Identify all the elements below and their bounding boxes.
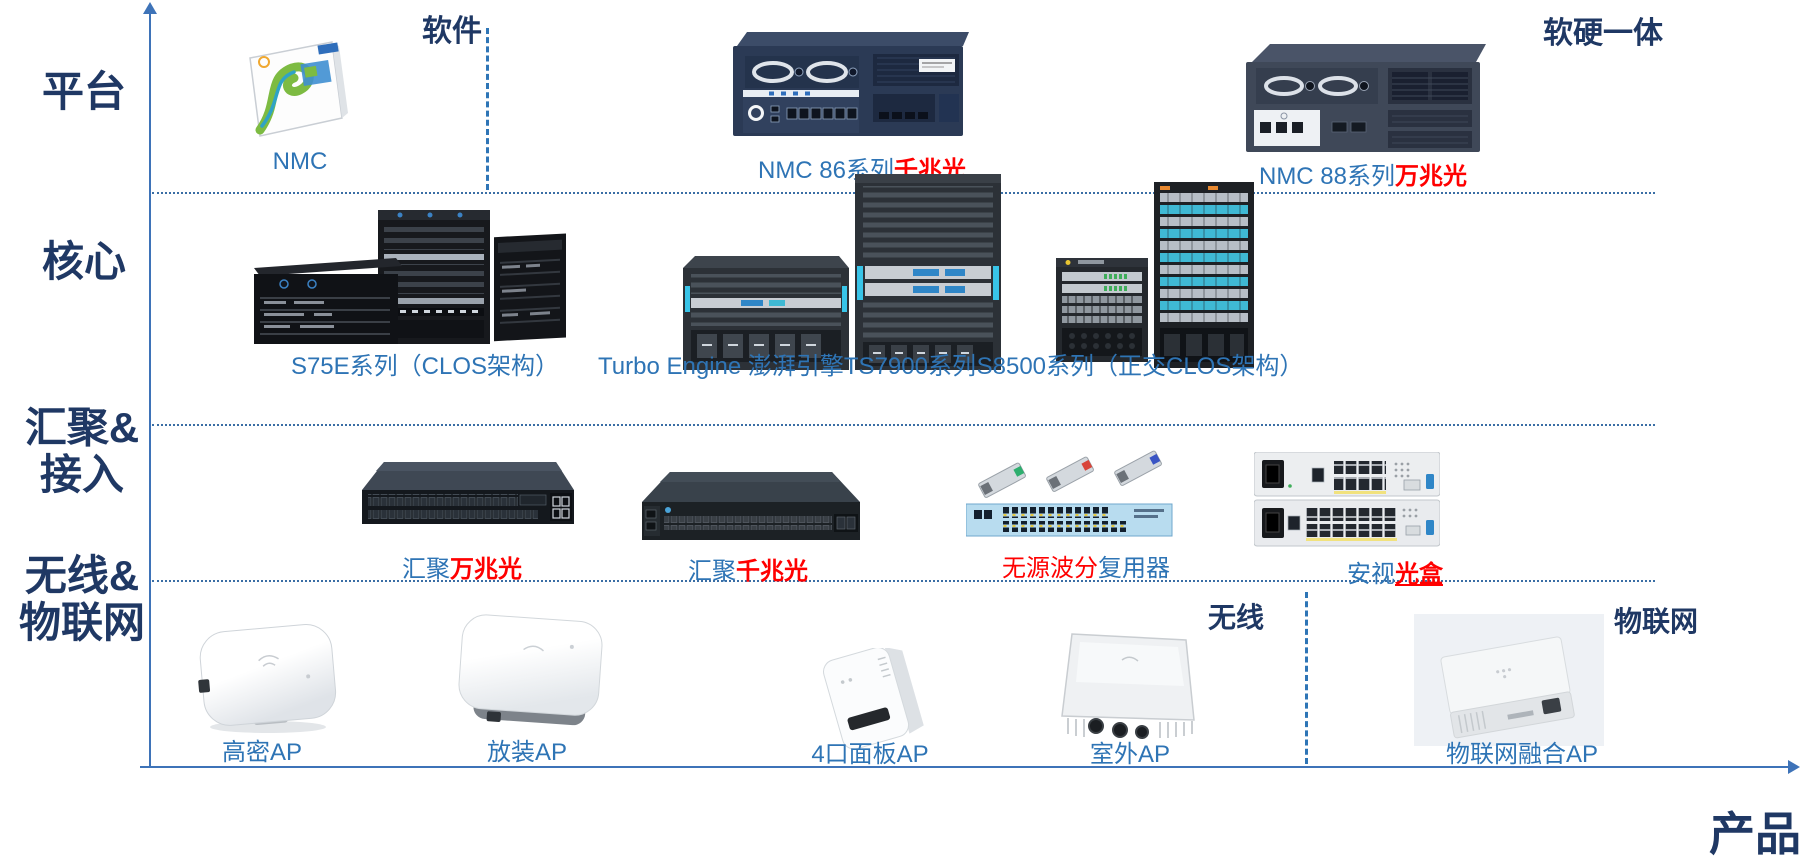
sfp-blue <box>1114 450 1162 486</box>
x-axis-line <box>140 766 1790 768</box>
x-axis-label: 产品 <box>1709 808 1801 860</box>
zone-label-iot: 物联网 <box>1614 606 1699 637</box>
label-s75e: S75E系列（CLOS架构） <box>255 346 595 381</box>
label-anshi-red: 光盒 <box>1395 561 1443 588</box>
zone-label-wireless: 无线 <box>1208 602 1265 633</box>
ts7900-chassis-image <box>683 174 1001 370</box>
label-ap-panel: 4口面板AP <box>770 734 970 769</box>
row-label-aggregation-line2: 接入 <box>39 451 124 499</box>
label-cwdm: 无源波分复用器 <box>966 548 1206 583</box>
label-nmc-text: NMC <box>272 148 328 175</box>
label-agg1g-blue: 汇聚 <box>688 558 736 585</box>
row-label-platform: 平台 <box>41 68 126 115</box>
sfp-red <box>1046 456 1094 492</box>
label-agg10g-red: 万兆光 <box>450 556 522 583</box>
nmc88-appliance-image <box>1246 44 1486 152</box>
label-s75e-text: S75E系列（CLOS架构） <box>290 353 560 380</box>
nmc-software-box-image <box>249 41 348 137</box>
label-agg1g-red: 千兆光 <box>736 558 808 585</box>
software-zone-divider <box>486 28 489 190</box>
label-agg10g-blue: 汇聚 <box>402 556 450 583</box>
agg10g-switch-image <box>362 462 574 524</box>
x-axis-arrow-icon <box>1788 760 1800 774</box>
ap-iot-image <box>1440 636 1575 739</box>
label-anshi-blue: 安视 <box>1347 561 1395 588</box>
label-agg10g: 汇聚万兆光 <box>342 549 582 584</box>
row-label-wireless-iot-line2: 物联网 <box>18 599 145 647</box>
label-nmc88-blue: NMC 88系列 <box>1258 163 1396 190</box>
cwdm-mux-image <box>966 450 1173 537</box>
anshi-box-image <box>1254 452 1440 547</box>
label-nmc88-red: 万兆光 <box>1395 163 1468 190</box>
sfp-green <box>978 462 1026 498</box>
y-axis-line <box>149 12 151 767</box>
row-label-wireless-iot: 无线& 物联网 <box>2 552 162 646</box>
iot-zone-divider <box>1305 592 1308 764</box>
row-label-wireless-iot-line1: 无线& <box>24 552 140 599</box>
label-ts7900: Turbo Engine 澎湃引擎TS7900系列 <box>597 346 977 381</box>
label-ap-std: 放装AP <box>427 732 627 767</box>
s75e-chassis-image <box>254 210 566 344</box>
label-ap-std-text: 放装AP <box>486 739 567 766</box>
zone-label-integrated: 软硬一体 <box>1543 17 1663 50</box>
row-label-aggregation: 汇聚& 接入 <box>2 404 162 498</box>
ap-standard-image <box>458 614 603 726</box>
label-nmc88: NMC 88系列万兆光 <box>1223 156 1503 191</box>
label-cwdm-red: 无源波分 <box>1002 555 1098 582</box>
separator-row2 <box>152 424 1655 426</box>
label-ap-high-text: 高密AP <box>221 739 302 766</box>
label-s8500: S8500系列（正交CLOS架构） <box>950 346 1330 381</box>
label-ap-outdoor-text: 室外AP <box>1089 741 1170 768</box>
label-cwdm-blue: 复用器 <box>1098 555 1170 582</box>
y-axis-arrow-icon <box>143 2 157 14</box>
label-nmc: NMC <box>230 148 370 176</box>
row-label-core: 核心 <box>41 238 126 285</box>
s8500-chassis-image <box>1056 182 1254 368</box>
ap-panel-image <box>823 648 924 750</box>
label-s8500-text: S8500系列（正交CLOS架构） <box>976 353 1304 380</box>
zone-label-software: 软件 <box>422 15 482 48</box>
separator-row3 <box>152 580 1655 582</box>
label-agg1g: 汇聚千兆光 <box>628 551 868 586</box>
label-ap-panel-text: 4口面板AP <box>811 741 929 768</box>
ap-high-density-image <box>198 624 337 733</box>
nmc86-appliance-image <box>733 32 969 136</box>
label-ap-iot: 物联网融合AP <box>1402 734 1642 769</box>
agg1g-switch-image <box>642 472 860 540</box>
label-ap-high: 高密AP <box>162 732 362 767</box>
label-ap-outdoor: 室外AP <box>1030 734 1230 769</box>
label-anshi: 安视光盒 <box>1275 554 1515 589</box>
row-label-aggregation-line1: 汇聚& <box>24 404 140 451</box>
label-ap-iot-text: 物联网融合AP <box>1445 741 1598 768</box>
label-ts7900-text: Turbo Engine 澎湃引擎TS7900系列 <box>598 353 976 380</box>
ap-outdoor-image <box>1061 633 1195 739</box>
